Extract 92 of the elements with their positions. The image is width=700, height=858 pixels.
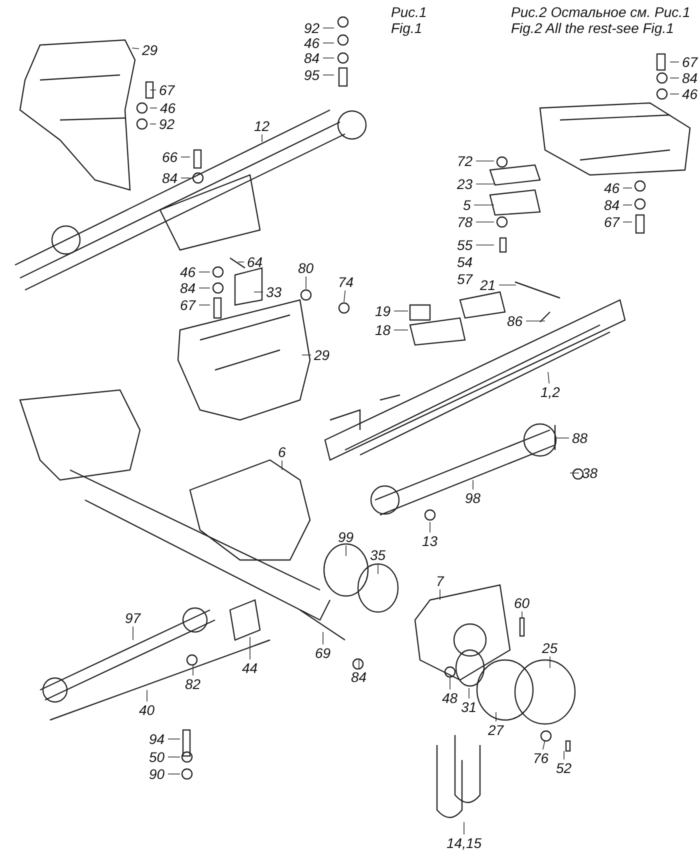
leader-line xyxy=(168,738,180,740)
callout-number: 12 xyxy=(253,118,271,134)
callout-number: 31 xyxy=(460,700,478,714)
callout-number: 60 xyxy=(513,596,531,610)
leader-line xyxy=(132,48,140,50)
callout-number: 5 xyxy=(462,198,472,212)
leader-line xyxy=(146,690,148,702)
leader-line xyxy=(472,480,474,490)
leader-line xyxy=(358,660,360,669)
callout-number: 13 xyxy=(421,534,439,548)
leader-line xyxy=(394,310,408,312)
leader-line xyxy=(180,156,190,158)
callout-number: 6 xyxy=(277,444,287,460)
figure-note: Рис.1 xyxy=(390,4,428,20)
callout-number: 50 xyxy=(148,750,166,764)
callout-number: 92 xyxy=(303,20,321,36)
callout-number: 67 xyxy=(681,54,699,70)
figure-note: Fig.2 All the rest-see Fig.1 xyxy=(510,20,675,36)
callout-number: 64 xyxy=(246,254,264,270)
callout-number: 88 xyxy=(571,430,589,446)
leader-line xyxy=(344,290,346,302)
callout-number: 67 xyxy=(179,298,197,312)
callout-number: 33 xyxy=(265,284,283,300)
callout-number: 69 xyxy=(314,646,332,660)
leader-line xyxy=(322,632,324,645)
leader-line xyxy=(322,74,334,76)
callout-number: 29 xyxy=(313,348,331,362)
callout-number: 54 xyxy=(456,254,474,270)
callout-number: 74 xyxy=(337,274,355,290)
callout-number: 46 xyxy=(681,86,699,102)
callout-number: 98 xyxy=(464,490,482,506)
callout-number: 80 xyxy=(297,260,315,276)
leader-line xyxy=(476,160,494,162)
callout-number: 18 xyxy=(374,322,392,338)
leader-line xyxy=(132,626,134,640)
leader-line xyxy=(322,42,334,44)
leader-line xyxy=(468,688,470,699)
callout-number: 84 xyxy=(350,670,368,684)
callout-number: 84 xyxy=(681,70,699,86)
callout-number: 94 xyxy=(148,732,166,746)
leader-line xyxy=(302,354,312,356)
leader-line xyxy=(198,304,210,306)
callout-number: 86 xyxy=(506,314,524,328)
callout-number: 44 xyxy=(241,660,259,676)
callout-number: 46 xyxy=(603,180,621,196)
callout-number: 72 xyxy=(456,154,474,168)
callout-number: 38 xyxy=(581,466,599,480)
leader-line xyxy=(498,284,516,286)
callout-number: 99 xyxy=(337,530,355,544)
callout-number: 84 xyxy=(603,198,621,212)
callout-number: 97 xyxy=(124,610,142,626)
callout-number: 14,15 xyxy=(446,836,483,850)
leader-line xyxy=(526,320,546,322)
leader-line xyxy=(474,204,494,206)
callout-number: 84 xyxy=(179,280,197,296)
figure-note: Рис.2 Остальное см. Рис.1 xyxy=(510,4,692,20)
callout-number: 52 xyxy=(555,760,573,776)
callout-number: 7 xyxy=(435,574,445,588)
callout-number: 1,2 xyxy=(540,384,561,400)
leader-line xyxy=(548,372,550,384)
leader-line xyxy=(542,740,546,750)
callout-number: 67 xyxy=(603,214,621,230)
callout-number: 19 xyxy=(374,304,392,318)
callout-number: 25 xyxy=(541,640,559,656)
callout-number: 92 xyxy=(158,116,176,132)
figure-note: Fig.1 xyxy=(390,20,424,36)
callout-number: 78 xyxy=(456,214,474,230)
callout-number: 46 xyxy=(179,264,197,280)
leader-line xyxy=(570,472,580,474)
callout-number: 40 xyxy=(138,702,156,718)
callout-number: 21 xyxy=(479,278,497,292)
callout-number: 82 xyxy=(184,676,202,692)
callout-number: 66 xyxy=(161,150,179,164)
callout-number: 35 xyxy=(369,548,387,562)
callout-number: 48 xyxy=(441,690,459,706)
leader-line xyxy=(168,756,180,758)
leader-line xyxy=(192,664,194,676)
callout-number: 90 xyxy=(148,766,166,782)
callout-number: 46 xyxy=(159,100,177,116)
callout-number: 55 xyxy=(456,238,474,252)
leader-line xyxy=(622,204,632,206)
callout-number: 84 xyxy=(303,50,321,66)
callout-number: 29 xyxy=(141,42,159,58)
callout-number: 23 xyxy=(456,176,474,192)
callout-number: 84 xyxy=(161,170,179,186)
callout-number: 67 xyxy=(158,82,176,98)
leader-line xyxy=(476,244,494,246)
callout-number: 57 xyxy=(456,272,474,286)
callout-number: 95 xyxy=(303,68,321,82)
callout-number: 27 xyxy=(487,722,505,738)
callout-number: 76 xyxy=(532,750,550,766)
callout-number: 46 xyxy=(303,36,321,50)
